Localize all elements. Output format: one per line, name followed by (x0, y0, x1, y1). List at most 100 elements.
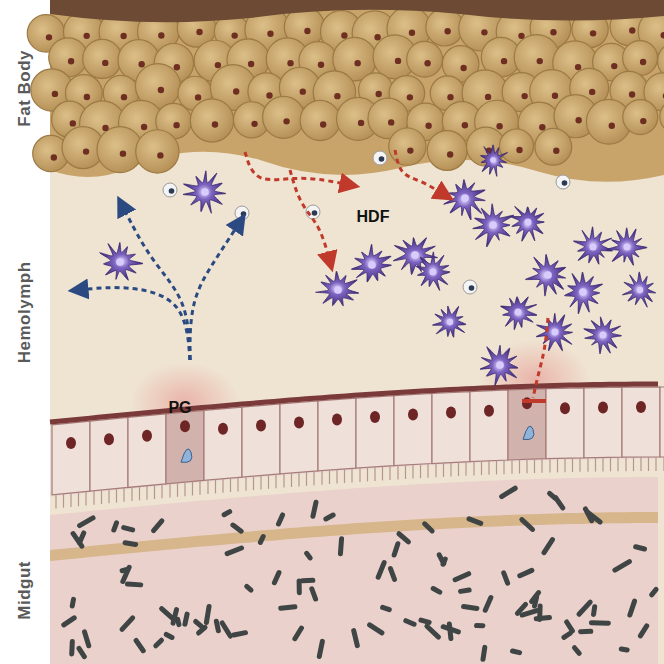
microvillus (640, 457, 641, 471)
hemocyte-nucleus (525, 219, 532, 226)
hemocyte (432, 306, 466, 337)
bacterium (133, 637, 147, 654)
fat-nucleus (407, 147, 413, 153)
hdf-signal-arrow (395, 150, 445, 195)
bacterium (291, 625, 304, 643)
fat-nucleus (552, 93, 558, 99)
epithelial-cell (394, 393, 432, 465)
microvillus (275, 474, 276, 488)
infection-glow (130, 362, 240, 442)
fat-nucleus (575, 117, 581, 123)
bacterium (611, 558, 632, 573)
fat-nucleus (640, 59, 646, 65)
round-hemocyte (235, 206, 249, 220)
microvillus (283, 474, 284, 488)
bacterium (575, 599, 593, 618)
fat-nucleus (374, 34, 380, 40)
fat-nucleus (409, 29, 415, 35)
bacterium (387, 565, 397, 582)
microvillus (602, 457, 603, 471)
microvillus (222, 479, 223, 493)
bacterium (528, 589, 542, 605)
bacterium (518, 516, 536, 533)
inhibition-line (533, 318, 548, 398)
fat-nucleus (83, 33, 89, 39)
bacterium (170, 607, 179, 627)
microvillus (655, 457, 656, 471)
bacterium (591, 604, 598, 617)
epithelial-cell (280, 401, 318, 474)
cell-nucleus (142, 430, 152, 442)
microvillus (215, 479, 216, 493)
bacterium (510, 648, 523, 656)
microvillus (359, 468, 360, 482)
microvillus (541, 459, 542, 473)
cell-nucleus (598, 402, 608, 414)
fat-cell (623, 100, 658, 135)
fat-nucleus (157, 152, 163, 158)
fat-nucleus (283, 118, 289, 124)
midgut (50, 339, 664, 664)
microvillus (85, 492, 86, 506)
signal-arrows (78, 150, 548, 401)
microvillus (405, 465, 406, 479)
microvillus (617, 457, 618, 471)
fat-nucleus (158, 32, 164, 38)
hemocyte-nucleus (600, 332, 607, 339)
fat-nucleus (663, 93, 664, 99)
hemocyte (351, 244, 391, 282)
hemocyte (525, 254, 565, 296)
fat-body-surface (50, 0, 664, 22)
cell-nucleus (446, 407, 456, 419)
bacterium (418, 617, 432, 625)
gut-lumen (50, 477, 658, 664)
fat-nucleus (266, 92, 272, 98)
fat-cell (136, 130, 179, 173)
hemocyte-nucleus (579, 288, 587, 296)
fat-nucleus (46, 34, 52, 40)
epithelial-cell (318, 398, 356, 471)
cell-nucleus (560, 402, 570, 414)
microvillus (207, 480, 208, 494)
fat-nucleus (102, 125, 108, 131)
bacterium (278, 604, 298, 611)
epithelial-cell (660, 387, 664, 457)
fat-nucleus (354, 60, 360, 66)
microvillus (473, 461, 474, 475)
microvillus (633, 457, 634, 471)
microvillus (268, 475, 269, 489)
microvillus (367, 467, 368, 481)
hemocyte (607, 228, 647, 266)
cell-nucleus (636, 401, 646, 413)
epithelial-cell (622, 387, 660, 457)
hemocyte (573, 227, 612, 265)
microvillus (526, 459, 527, 473)
bacterium (552, 494, 566, 511)
microvillus (625, 457, 626, 471)
fat-nucleus (121, 94, 127, 100)
bacterium (257, 533, 266, 546)
hemocyte-nucleus (515, 309, 522, 316)
fat-nucleus (444, 28, 450, 34)
microvillus (465, 462, 466, 476)
bacterium (243, 583, 254, 594)
bacterium (192, 618, 205, 630)
fat-cell (623, 41, 658, 76)
microvillus (146, 486, 147, 500)
bacterium (121, 525, 136, 533)
fat-nucleus (51, 154, 57, 160)
hemocyte-nucleus (496, 361, 504, 369)
bacterium (81, 629, 91, 649)
fat-nucleus (341, 32, 347, 38)
microvillus (519, 460, 520, 474)
parasite (181, 449, 192, 463)
fat-nucleus (251, 121, 257, 127)
hemocyte-nucleus (490, 157, 496, 163)
fat-nucleus (68, 58, 74, 64)
fat-nucleus (320, 121, 326, 127)
fat-nucleus (539, 124, 545, 130)
hemocyte (183, 171, 226, 213)
fat-nucleus (407, 94, 413, 100)
fat-cell (660, 100, 664, 134)
hemocyte-nucleus (552, 329, 559, 336)
